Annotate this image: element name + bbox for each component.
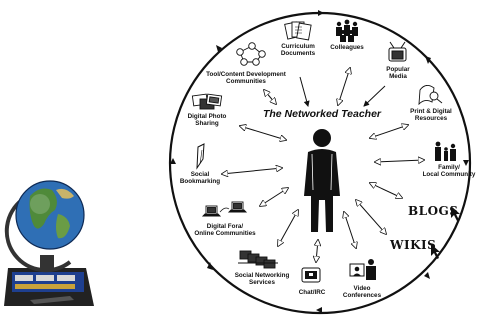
arrow-colleagues [338,68,350,105]
arrow-bookmarking [222,168,282,174]
arrow-wikis [356,200,386,234]
cursor-icon [431,244,440,259]
chat-icon [301,267,321,283]
bookmark-icon [196,143,205,170]
node-label-line: Resources [415,115,448,122]
node-label-chat: Chat/IRC [299,289,326,296]
node-label-line: Social [191,171,210,178]
node-label-line: Digital Fora/ [207,223,244,230]
node-label-line: Tool/Content Development [206,71,287,78]
teacher-figure-icon [304,129,340,232]
node-label-line: Chat/IRC [299,289,326,296]
node-label-line: Conferences [343,292,382,299]
node-label-line: Print & Digital [410,108,452,115]
video-conference-icon [349,259,376,280]
node-label-line: Online Communities [194,230,256,237]
arrow-digital-fora [260,188,288,206]
laptops-icon [201,201,248,217]
node-label-line: Popular [386,66,410,73]
node-label-line: Media [389,73,407,80]
arrow-chat [316,240,318,262]
node-label-wikis: WIKIS [389,238,436,252]
node-label-line: Video [353,285,370,292]
arrow-photo-sharing [240,126,286,140]
node-label-line: Services [249,279,275,286]
node-label-line: Communities [226,78,266,85]
connector-arrows [222,68,424,262]
people-group-icon [336,19,358,42]
node-label-colleagues: Colleagues [330,44,364,51]
node-label-line: Documents [281,50,316,57]
node-label-line: WIKIS [389,238,436,252]
arrow-curriculum [299,76,310,107]
diagram-title: The Networked Teacher [263,108,382,120]
documents-icon [284,21,312,41]
arrow-tool-dev [264,90,276,104]
node-label-blogs: BLOGS [408,204,458,218]
cursor-icon [451,206,460,221]
globe-stand-icon [4,180,94,306]
reader-icon [418,85,443,106]
family-icon [435,141,456,161]
node-label-line: Curriculum [281,43,315,50]
photos-icon [191,93,223,110]
node-label-line: Social Networking [235,272,290,279]
node-label-digital-fora: Digital Fora/Online Communities [194,223,256,237]
arrow-social-net [278,210,298,246]
network-icon [236,42,266,66]
arrow-family [375,160,424,162]
node-label-line: Family/ [438,164,460,171]
node-label-line: Local Community [423,171,476,178]
node-label-line: Digital Photo [188,113,227,120]
node-label-family: Family/Local Community [423,164,476,178]
arrow-popular-media [363,85,386,107]
arrow-blogs [370,183,402,198]
arrow-print-digital [370,125,408,138]
television-icon [388,41,407,62]
node-label-line: BLOGS [408,204,458,218]
node-label-line: Colleagues [330,44,364,51]
computers-icon [238,250,278,269]
arrow-video-conf [344,212,356,248]
node-label-line: Sharing [195,120,219,127]
node-label-line: Bookmarking [180,178,220,185]
